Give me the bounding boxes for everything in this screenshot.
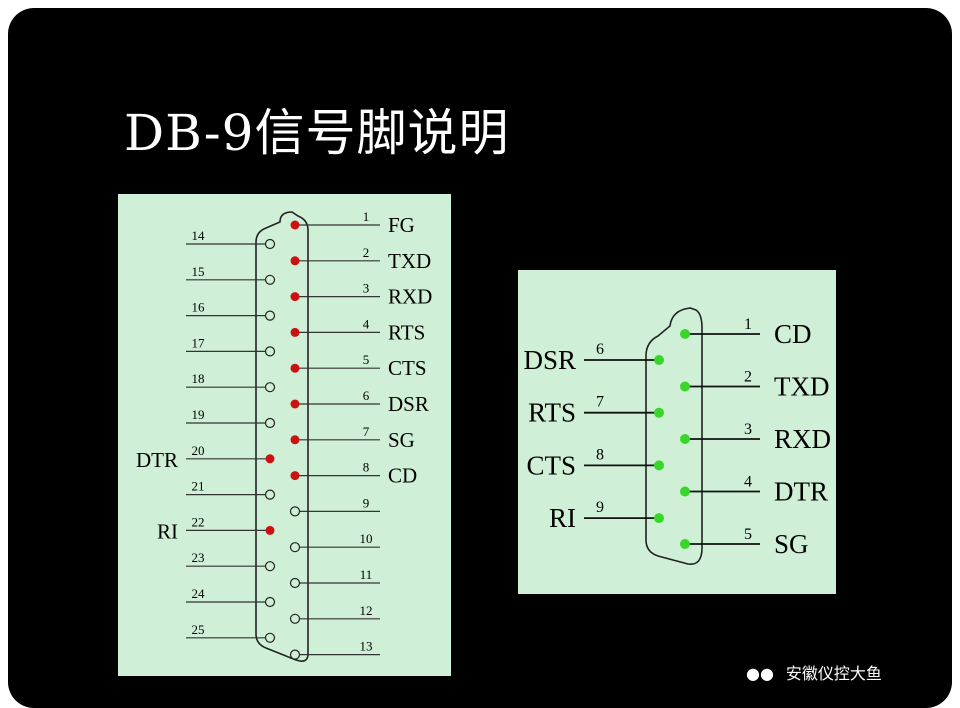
db25-connector-diagram: 1 FG 2 TXD 3 RXD 4 RTS 5 CTS 6 DSR 7 SG 8 CD 9 10 11 12 13 14… xyxy=(118,194,451,676)
db25-pin-25 xyxy=(264,632,276,643)
db25-pin-number: 23 xyxy=(192,550,205,565)
db9-signal-label: CTS xyxy=(526,450,576,480)
db9-pin-number: 7 xyxy=(596,394,604,411)
db9-shell-outline xyxy=(645,307,703,565)
db9-pin-number: 6 xyxy=(596,341,604,358)
db9-pin-number: 2 xyxy=(744,369,752,386)
db25-signal-label: DSR xyxy=(388,392,429,416)
db9-pin-7 xyxy=(654,407,664,418)
db25-pin-number: 21 xyxy=(192,479,205,494)
db25-pin-12 xyxy=(289,613,301,624)
db9-signal-label: CD xyxy=(774,319,812,349)
db25-pin-number: 24 xyxy=(192,586,206,601)
db9-pin-number: 1 xyxy=(744,316,752,333)
db25-pin-8-active xyxy=(290,471,300,481)
db9-pin-number: 3 xyxy=(744,421,752,438)
db25-signal-label: DTR xyxy=(136,448,178,472)
db9-signal-label: SG xyxy=(774,529,809,559)
db25-pin-number: 15 xyxy=(192,264,205,279)
db9-pin-5 xyxy=(680,539,690,549)
db25-pin-17 xyxy=(264,346,276,357)
db25-pin-number: 19 xyxy=(192,407,205,422)
db25-pin-24 xyxy=(264,596,276,608)
db25-panel-background xyxy=(118,194,451,676)
db25-pin-20-active xyxy=(265,454,275,464)
db25-signal-label: RTS xyxy=(388,320,425,344)
db9-pin-number: 4 xyxy=(744,474,752,491)
db25-pin-5-active xyxy=(290,363,300,373)
db25-signal-label: FG xyxy=(388,213,415,237)
db25-pin-number: 9 xyxy=(363,495,370,510)
db25-pin-number: 6 xyxy=(363,388,370,403)
db25-pin-number: 25 xyxy=(192,622,205,637)
db25-pin-22-active xyxy=(265,525,275,535)
db25-pin-1-active xyxy=(290,220,300,230)
db9-signal-label: RI xyxy=(549,503,576,533)
db9-signal-label: RTS xyxy=(528,398,576,428)
db9-pin-9 xyxy=(654,513,664,524)
db25-pin-number: 13 xyxy=(360,639,373,654)
watermark-text: 安徽仪控大鱼 xyxy=(785,664,882,683)
db25-pin-number: 22 xyxy=(192,514,205,529)
db25-pin-2-active xyxy=(290,256,300,266)
db9-pin-6 xyxy=(654,355,664,365)
slide-title: DB-9信号脚说明 xyxy=(124,104,510,162)
db25-pin-6-active xyxy=(290,399,300,409)
db25-pin-number: 11 xyxy=(360,567,373,582)
db25-pin-18 xyxy=(264,382,276,393)
db25-pin-11 xyxy=(289,577,301,589)
db25-pin-21 xyxy=(264,489,276,500)
db9-pin-1 xyxy=(680,329,690,339)
db25-signal-label: CTS xyxy=(388,356,427,380)
db25-pin-15 xyxy=(264,274,276,285)
db9-pin-number: 9 xyxy=(596,499,604,516)
db9-signal-label: DSR xyxy=(523,345,576,375)
db25-pin-19 xyxy=(264,417,276,429)
db25-pin-number: 4 xyxy=(363,316,370,331)
db25-pin-number: 5 xyxy=(363,352,370,367)
db25-pin-number: 7 xyxy=(363,424,370,439)
db25-shell-outline xyxy=(255,211,309,662)
db9-pin-number: 5 xyxy=(744,526,752,543)
db9-signal-label: TXD xyxy=(774,372,830,402)
db25-pin-number: 10 xyxy=(360,531,373,546)
db25-pin-23 xyxy=(264,561,276,572)
db9-signal-label: RXD xyxy=(774,424,831,454)
db25-pin-16 xyxy=(264,310,276,321)
db25-pin-number: 20 xyxy=(192,443,205,458)
db25-pin-number: 3 xyxy=(363,281,370,296)
db9-pin-3 xyxy=(680,434,690,444)
db9-panel-background xyxy=(518,270,836,594)
db25-pin-14 xyxy=(264,238,276,250)
wechat-icon: ●● xyxy=(746,664,774,683)
db25-signal-label: CD xyxy=(388,464,417,488)
db25-signal-label: TXD xyxy=(388,249,431,273)
db9-connector-diagram: 1 CD 2 TXD 3 RXD 4 DTR 5 SG 6 DSR 7 RTS 8 CTS 9 RI xyxy=(518,270,836,594)
db25-pin-number: 8 xyxy=(363,460,370,475)
db9-pin-4 xyxy=(680,486,690,497)
db25-signal-label: RXD xyxy=(388,285,432,309)
db25-pin-13 xyxy=(289,649,301,660)
db25-pin-number: 2 xyxy=(363,245,370,260)
db25-pin-number: 12 xyxy=(360,603,373,618)
db25-pin-4-active xyxy=(290,327,300,337)
db25-pin-3-active xyxy=(290,292,300,302)
db25-signal-label: SG xyxy=(388,428,415,452)
db25-pin-number: 18 xyxy=(192,371,205,386)
watermark: ●● 安徽仪控大鱼 xyxy=(746,660,882,684)
db25-signal-label: RI xyxy=(157,519,178,543)
db25-pin-9 xyxy=(289,506,301,517)
db9-pin-2 xyxy=(680,381,690,392)
db9-pin-8 xyxy=(654,460,664,471)
db25-pin-10 xyxy=(289,542,301,553)
db9-pin-number: 8 xyxy=(596,446,604,463)
db25-pin-number: 17 xyxy=(192,335,206,350)
db25-pin-7-active xyxy=(290,435,300,445)
db25-pin-number: 1 xyxy=(363,209,370,224)
db25-pin-number: 14 xyxy=(192,228,206,243)
db9-signal-label: DTR xyxy=(774,477,828,507)
db25-pin-number: 16 xyxy=(192,300,206,315)
